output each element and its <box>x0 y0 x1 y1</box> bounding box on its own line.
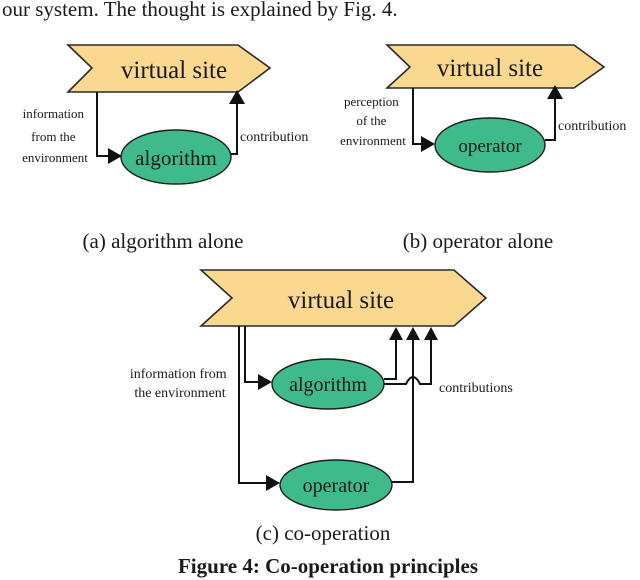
panel-c: virtual site algorithm operator informat… <box>130 269 513 545</box>
panel-c-banner-label: virtual site <box>288 287 394 314</box>
panel-a-banner-label: virtual site <box>121 57 227 84</box>
panel-c-algorithm-contribution-2 <box>384 340 432 385</box>
panel-b-output-connector <box>545 99 556 141</box>
intro-text: our system. The thought is explained by … <box>2 0 398 21</box>
panel-c-algorithm-contribution-1-arrowhead <box>389 327 403 340</box>
panel-b-output-label: contribution <box>558 119 626 134</box>
panel-c-operator-node <box>279 459 393 511</box>
panel-a-input-label: information from the environment <box>22 106 88 165</box>
panel-b-banner <box>384 44 606 89</box>
panel-b-input-label: perception of the environment <box>340 94 406 148</box>
panel-c-operator-label: operator <box>303 475 370 497</box>
panel-b-caption: (b) operator alone <box>403 229 553 253</box>
panel-b-operator-label: operator <box>458 136 522 157</box>
panel-c-operator-contribution-arrowhead <box>406 327 420 340</box>
panel-c-banner <box>198 269 488 327</box>
panel-c-caption: (c) co-operation <box>256 521 391 545</box>
panel-a-algorithm-label: algorithm <box>135 146 217 170</box>
panel-b: virtual site operator perception of the … <box>340 44 626 253</box>
panel-b-banner-label: virtual site <box>437 55 543 82</box>
panel-c-input-to-operator <box>238 326 266 484</box>
panel-b-operator-node <box>434 117 546 173</box>
panel-c-input-to-algorithm-arrowhead <box>258 374 272 390</box>
figure-caption: Figure 4: Co-operation principles <box>178 554 478 578</box>
panel-a-input-arrowhead <box>108 148 122 164</box>
panel-b-output-arrowhead <box>547 85 563 99</box>
panel-c-input-label: information from the environment <box>130 367 230 401</box>
panel-c-input-to-operator-arrowhead <box>266 475 280 491</box>
panel-b-input-arrowhead <box>421 136 435 152</box>
panel-a-input-connector <box>96 92 108 157</box>
panel-a-output-arrowhead <box>229 90 245 104</box>
panel-a: virtual site algorithm information from … <box>22 44 308 253</box>
panel-c-input-to-algorithm <box>244 326 258 383</box>
panel-a-output-label: contribution <box>240 130 308 145</box>
panel-a-caption: (a) algorithm alone <box>83 229 244 253</box>
panel-b-input-connector <box>412 88 421 145</box>
panel-a-output-connector <box>231 104 238 155</box>
panel-c-operator-contribution <box>392 340 414 483</box>
panel-a-algorithm-node <box>120 129 232 185</box>
panel-c-algorithm-contribution-2-arrowhead <box>424 327 438 340</box>
panel-c-algorithm-contribution-1 <box>384 340 397 380</box>
panel-c-output-label: contributions <box>439 381 513 396</box>
panel-c-algorithm-label: algorithm <box>289 374 367 396</box>
